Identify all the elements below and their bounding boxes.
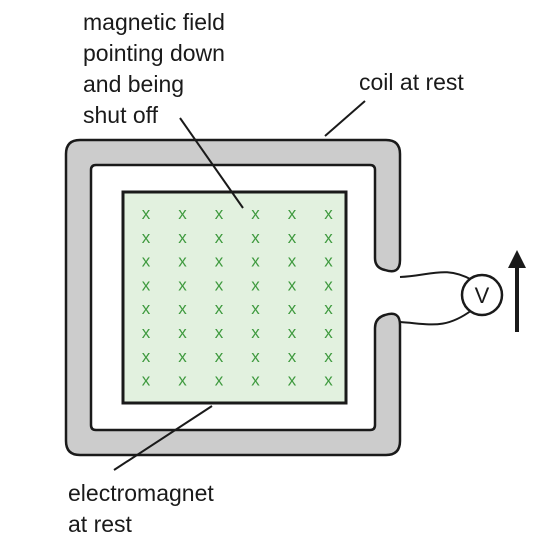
field-mark: x [142, 323, 151, 342]
field-mark: x [178, 228, 187, 247]
field-mark: x [215, 347, 224, 366]
field-mark: x [142, 228, 151, 247]
field-mark: x [324, 371, 333, 390]
field-mark: x [324, 347, 333, 366]
field-mark: x [288, 299, 297, 318]
field-mark: x [178, 275, 187, 294]
field-mark: x [251, 323, 260, 342]
electromagnet [121, 190, 348, 405]
field-mark: x [178, 299, 187, 318]
field-mark: x [251, 371, 260, 390]
field-mark: x [215, 228, 224, 247]
field-mark: x [288, 347, 297, 366]
pointer-coil [324, 100, 366, 137]
field-mark: x [251, 275, 260, 294]
field-mark: x [142, 371, 151, 390]
field-label-line4: shut off [83, 102, 159, 128]
field-mark: x [288, 371, 297, 390]
magnet-label-line1: electromagnet [68, 480, 214, 506]
field-mark: x [251, 252, 260, 271]
field-mark: x [178, 347, 187, 366]
coil-label: coil at rest [359, 69, 464, 95]
field-mark: x [251, 228, 260, 247]
field-mark: x [178, 204, 187, 223]
field-mark: x [178, 323, 187, 342]
voltmeter-icon [460, 273, 504, 317]
field-mark: x [215, 299, 224, 318]
field-label-line1: magnetic field [83, 9, 225, 35]
field-mark: x [142, 299, 151, 318]
field-label-line2: pointing down [83, 40, 225, 66]
up-arrow-head [508, 250, 526, 268]
wire-bottom [399, 309, 473, 326]
field-mark: x [215, 371, 224, 390]
field-mark: x [324, 204, 333, 223]
field-mark: x [288, 204, 297, 223]
field-mark: x [215, 204, 224, 223]
field-mark: x [251, 204, 260, 223]
field-mark: x [142, 347, 151, 366]
field-mark: x [215, 252, 224, 271]
field-mark: x [251, 299, 260, 318]
field-mark: x [324, 323, 333, 342]
voltmeter-label: V [475, 283, 490, 308]
field-mark: x [142, 204, 151, 223]
coil [64, 138, 402, 457]
field-mark: x [251, 347, 260, 366]
field-label-line3: and being [83, 71, 184, 97]
pointer-magnet [113, 405, 213, 471]
field-mark: x [324, 299, 333, 318]
pointer-field [179, 117, 244, 209]
field-mark: x [324, 252, 333, 271]
magnet-label-line2: at rest [68, 511, 133, 537]
field-mark: x [324, 228, 333, 247]
field-mark: x [178, 252, 187, 271]
field-mark: x [288, 323, 297, 342]
field-mark: x [288, 252, 297, 271]
field-mark: x [215, 275, 224, 294]
field-mark: x [178, 371, 187, 390]
field-mark: x [324, 275, 333, 294]
field-mark: x [288, 228, 297, 247]
field-mark: x [142, 252, 151, 271]
field-mark: x [142, 275, 151, 294]
field-mark: x [215, 323, 224, 342]
field-mark: x [288, 275, 297, 294]
wire-top [399, 271, 473, 281]
